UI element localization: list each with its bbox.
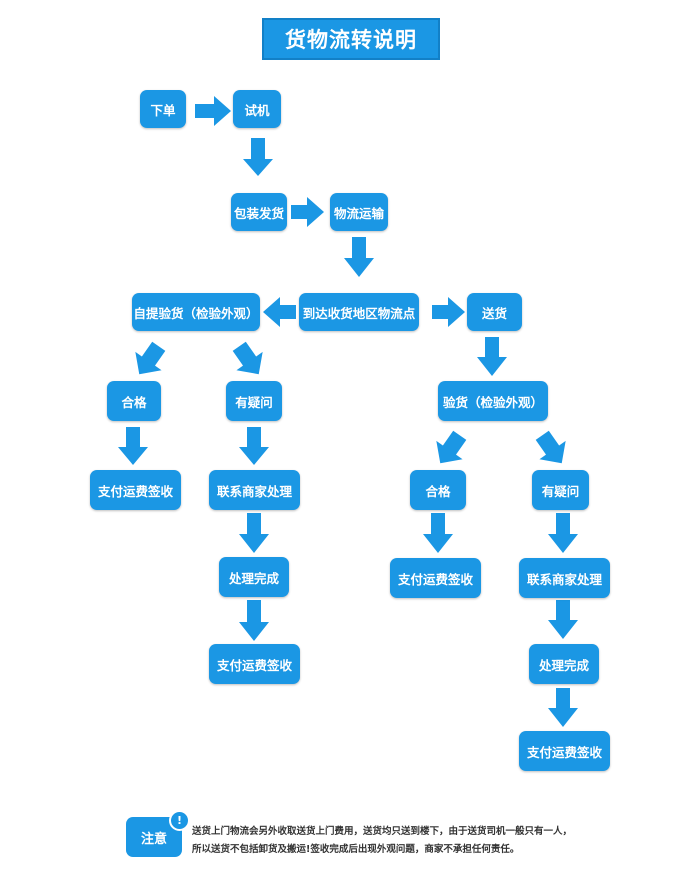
node-left-done: 处理完成 (219, 557, 289, 597)
node-right-pay: 支付运费签收 (390, 558, 481, 598)
exclamation-icon: ! (169, 810, 190, 831)
arrow-pack-logistics (291, 197, 324, 227)
node-left-ok: 合格 (107, 381, 161, 421)
node-right-contact: 联系商家处理 (519, 558, 610, 598)
node-right-ok: 合格 (410, 470, 466, 510)
node-inspect: 验货（检验外观） (438, 381, 548, 421)
node-left-issue: 有疑问 (226, 381, 282, 421)
arrow-left-ok-pay (118, 427, 148, 465)
node-self-pickup: 自提验货（检验外观） (132, 293, 260, 331)
arrow-arrive-selfpickup (263, 297, 296, 327)
arrow-order-trial (195, 96, 231, 126)
arrow-trial-pack (243, 138, 273, 176)
arrow-right-issue-contact (548, 513, 578, 553)
arrow-inspect-ok (427, 426, 473, 473)
note-label: 注意 (126, 817, 182, 857)
arrow-deliver-inspect (477, 337, 507, 376)
arrow-left-contact-done (239, 513, 269, 553)
node-right-issue: 有疑问 (532, 470, 589, 510)
arrow-arrive-deliver (432, 297, 465, 327)
node-arrive: 到达收货地区物流点 (299, 293, 419, 331)
node-logistics: 物流运输 (330, 193, 388, 231)
node-left-pay2: 支付运费签收 (209, 644, 300, 684)
node-order: 下单 (140, 90, 186, 128)
arrow-selfpickup-issue (226, 337, 272, 384)
arrow-right-ok-pay (423, 513, 453, 553)
arrow-selfpickup-ok (126, 337, 172, 384)
node-right-done: 处理完成 (529, 644, 599, 684)
node-pack: 包装发货 (231, 193, 287, 231)
node-right-pay2: 支付运费签收 (519, 731, 610, 771)
node-left-pay: 支付运费签收 (90, 470, 181, 510)
arrow-inspect-issue (529, 426, 575, 473)
page-title: 货物流转说明 (262, 18, 440, 60)
node-deliver: 送货 (467, 293, 522, 331)
note-line-2: 所以送货不包括卸货及搬运!签收完成后出现外观问题，商家不承担任何责任。 (192, 844, 520, 855)
arrow-logistics-arrive (344, 237, 374, 277)
note-line-1: 送货上门物流会另外收取送货上门费用，送货均只送到楼下，由于送货司机一般只有一人， (192, 826, 573, 837)
arrow-right-done-pay (548, 688, 578, 727)
arrow-right-contact-done (548, 600, 578, 639)
arrow-left-issue-contact (239, 427, 269, 465)
node-left-contact: 联系商家处理 (209, 470, 300, 510)
arrow-left-done-pay (239, 600, 269, 641)
node-trial: 试机 (233, 90, 281, 128)
